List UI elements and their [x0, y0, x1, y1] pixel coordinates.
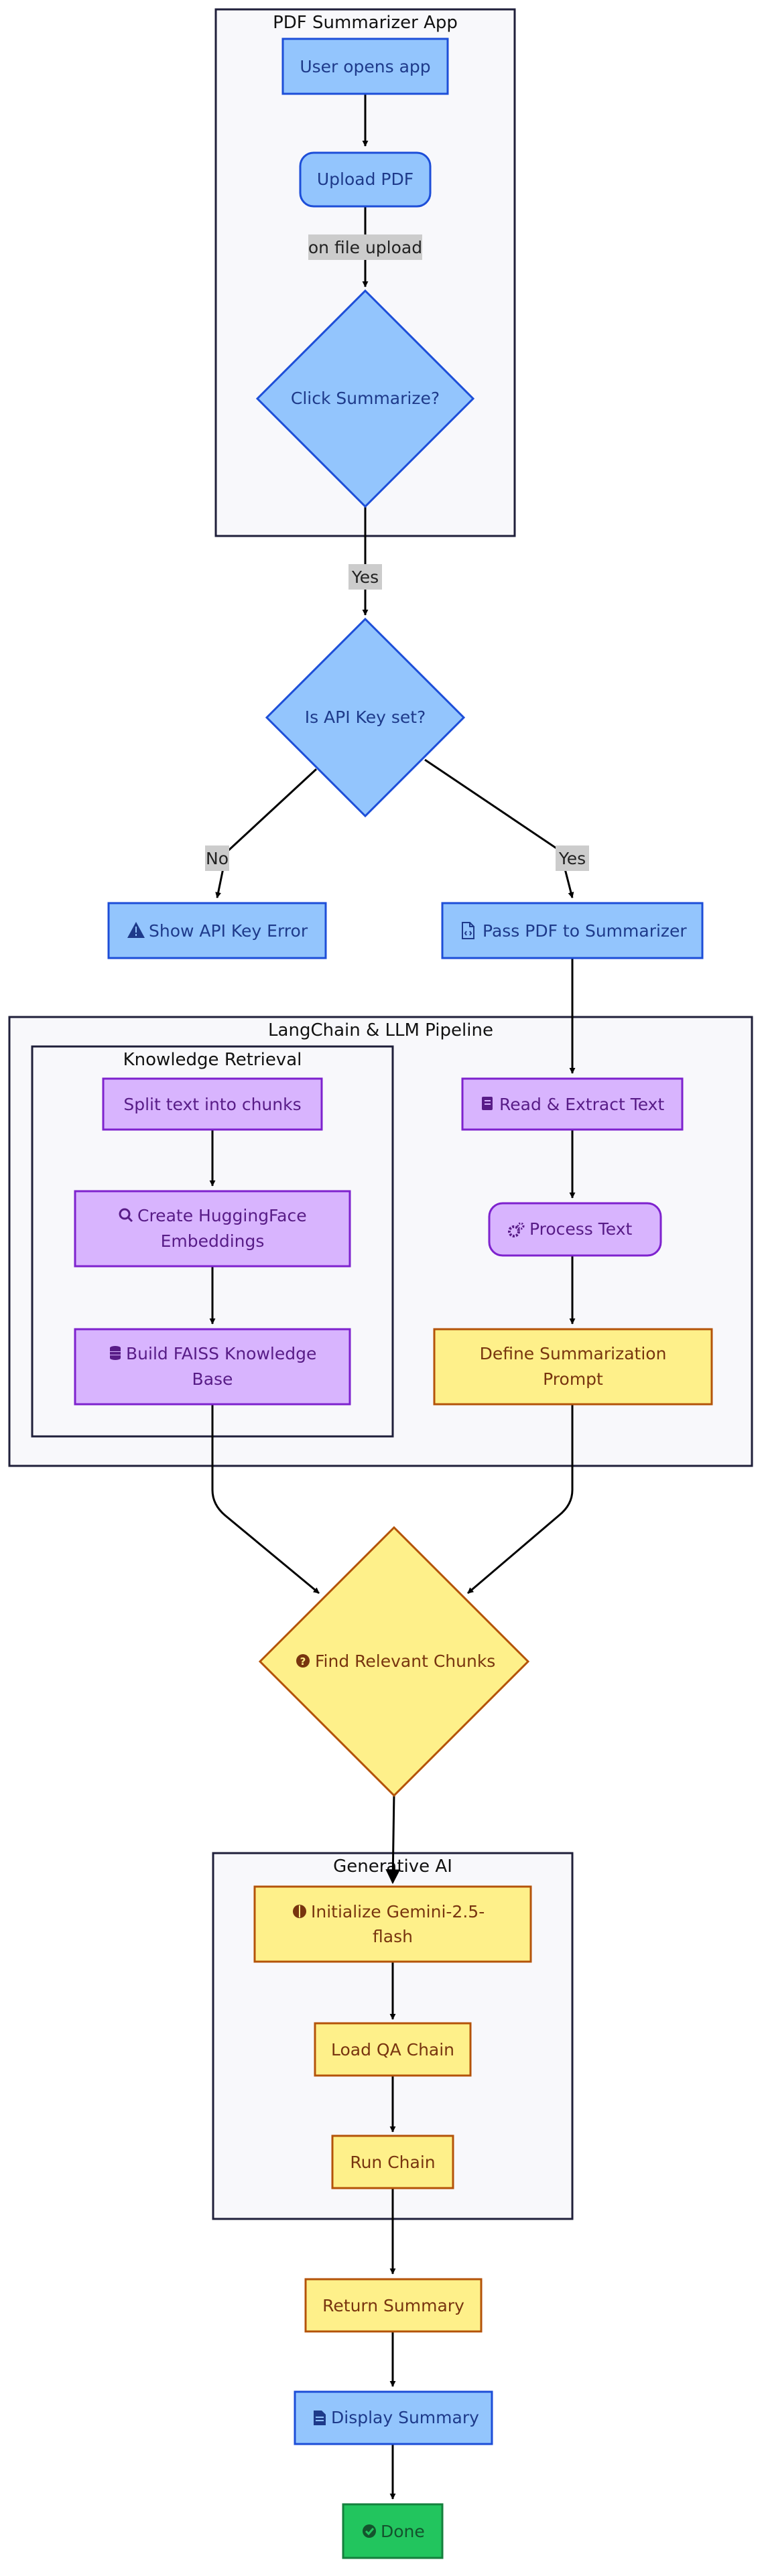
- edge-label-yes-apikey: Yes: [556, 845, 589, 871]
- brain-icon: [293, 1905, 306, 1918]
- node-display-summary: Display Summary: [294, 2390, 493, 2445]
- svg-text:Upload PDF: Upload PDF: [317, 170, 413, 189]
- svg-text:User opens app: User opens app: [300, 57, 430, 76]
- node-create-embeddings: Create HuggingFace Embeddings: [74, 1190, 351, 1268]
- svg-text:Click Summarize?: Click Summarize?: [291, 389, 440, 408]
- edge-define-to-find: [467, 1404, 574, 1595]
- edge-faiss-to-find: [211, 1404, 320, 1595]
- svg-text:Run Chain: Run Chain: [350, 2153, 435, 2172]
- node-build-faiss: Build FAISS Knowledge Base: [74, 1328, 351, 1406]
- node-upload-pdf: Upload PDF: [299, 151, 432, 208]
- edges: [209, 94, 576, 2500]
- svg-text:Pass PDF to Summarizer: Pass PDF to Summarizer: [483, 921, 687, 941]
- svg-text:No: No: [206, 849, 229, 868]
- svg-text:Initialize Gemini-2.5-: Initialize Gemini-2.5-: [311, 1902, 485, 1921]
- search-icon: [119, 1208, 133, 1223]
- cogs-icon: [508, 1222, 525, 1237]
- svg-text:Build FAISS Knowledge: Build FAISS Knowledge: [126, 1344, 316, 1363]
- svg-text:Return Summary: Return Summary: [322, 2296, 464, 2315]
- svg-text:Base: Base: [192, 1369, 233, 1389]
- node-initialize-gemini: Initialize Gemini-2.5- flash: [253, 1885, 532, 1963]
- node-define-prompt: Define Summarization Prompt: [433, 1328, 713, 1406]
- node-find-relevant-chunks: ? Find Relevant Chunks: [258, 1526, 530, 1798]
- file-code-icon: [462, 922, 474, 939]
- question-circle-icon: ?: [296, 1654, 310, 1668]
- node-done: Done: [342, 2503, 444, 2559]
- node-user-opens-app: User opens app: [281, 38, 449, 95]
- edge-apikey-to-pass: [424, 758, 574, 898]
- node-process-text: Process Text: [488, 1202, 662, 1257]
- svg-text:Display Summary: Display Summary: [331, 2408, 479, 2427]
- svg-text:Read & Extract Text: Read & Extract Text: [499, 1095, 664, 1114]
- svg-text:Define Summarization: Define Summarization: [480, 1344, 667, 1363]
- svg-text:Find Relevant Chunks: Find Relevant Chunks: [315, 1651, 495, 1671]
- svg-text:Yes: Yes: [351, 567, 379, 587]
- edge-apikey-to-error: [215, 768, 318, 898]
- svg-text:Yes: Yes: [558, 849, 586, 868]
- svg-text:Load QA Chain: Load QA Chain: [331, 2040, 454, 2059]
- svg-text:Embeddings: Embeddings: [161, 1231, 265, 1251]
- cluster-title-pdf-app: PDF Summarizer App: [273, 13, 458, 33]
- node-read-extract-text: Read & Extract Text: [461, 1077, 684, 1131]
- cluster-title-pipeline: LangChain & LLM Pipeline: [268, 1020, 493, 1040]
- cluster-title-knowledge: Knowledge Retrieval: [123, 1050, 302, 1070]
- edge-label-no: No: [205, 845, 229, 871]
- edge-label-yes-click: Yes: [348, 564, 382, 590]
- node-show-api-key-error: Show API Key Error: [107, 902, 327, 959]
- edge-find-to-init: [385, 1792, 401, 1885]
- svg-text:Prompt: Prompt: [543, 1369, 603, 1389]
- file-icon: [314, 2411, 326, 2425]
- node-return-summary: Return Summary: [304, 2278, 483, 2333]
- node-load-qa-chain: Load QA Chain: [314, 2022, 472, 2077]
- svg-text:Create HuggingFace: Create HuggingFace: [137, 1206, 307, 1225]
- book-icon: [482, 1097, 493, 1110]
- svg-text:Done: Done: [381, 2522, 425, 2541]
- node-click-summarize-decision: Click Summarize?: [255, 289, 475, 509]
- svg-text:Show API Key Error: Show API Key Error: [149, 921, 308, 941]
- node-api-key-decision: Is API Key set?: [265, 617, 466, 818]
- svg-text:on file upload: on file upload: [308, 238, 422, 257]
- warning-icon: [127, 922, 145, 938]
- node-split-text: Split text into chunks: [102, 1077, 323, 1131]
- svg-text:?: ?: [300, 1655, 306, 1668]
- database-icon: [110, 1346, 121, 1360]
- node-pass-pdf-to-summarizer: Pass PDF to Summarizer: [441, 902, 704, 959]
- edge-label-on-file-upload: on file upload: [308, 234, 422, 260]
- svg-text:flash: flash: [373, 1927, 413, 1946]
- svg-text:Split text into chunks: Split text into chunks: [123, 1095, 301, 1114]
- node-run-chain: Run Chain: [331, 2134, 454, 2189]
- check-circle-icon: [363, 2524, 376, 2538]
- svg-text:Is API Key set?: Is API Key set?: [305, 707, 426, 727]
- svg-text:Process Text: Process Text: [529, 1219, 633, 1239]
